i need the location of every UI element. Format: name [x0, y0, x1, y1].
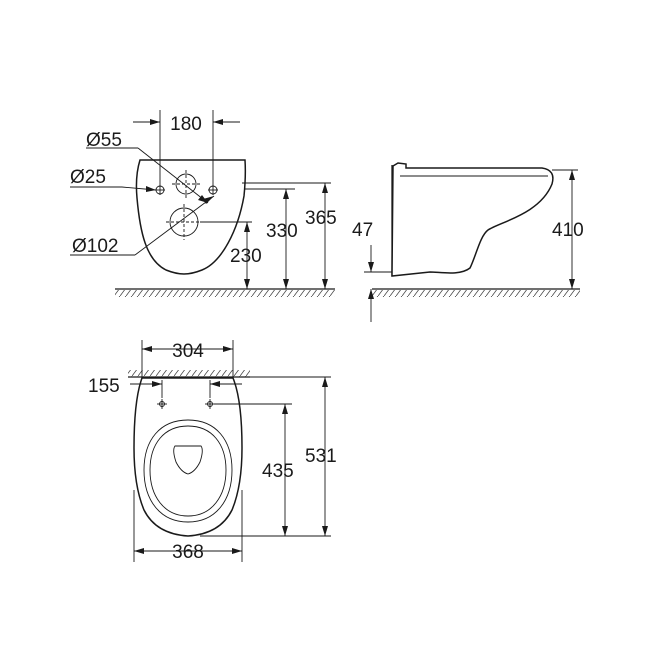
dim-180: [133, 110, 240, 187]
dim-230: [244, 222, 250, 289]
dim-dia-25-label: Ø25: [70, 167, 106, 188]
front-inlet-opening: [172, 170, 200, 198]
top-mounting-hole-right: [205, 399, 215, 409]
dim-dia-55-label: Ø55: [86, 130, 122, 151]
dim-365: [322, 183, 328, 289]
side-floor-hatch: [372, 290, 580, 297]
dim-304: [141, 340, 234, 378]
dim-230-label: 230: [230, 246, 262, 267]
dim-531-label: 531: [305, 446, 337, 467]
top-view: 304 155 435 531: [88, 340, 337, 563]
front-bowl-outline: [135, 159, 247, 275]
top-bowl-inner: [149, 425, 227, 517]
dim-435-label: 435: [262, 461, 294, 482]
dim-304-label: 304: [172, 341, 204, 362]
top-wall-hatch: [128, 370, 250, 377]
dim-368: [133, 490, 243, 562]
dim-531: [322, 377, 328, 536]
side-view: 410 47: [352, 162, 584, 322]
top-bowl-rim: [143, 419, 233, 523]
dim-47: [364, 245, 392, 322]
dim-368-label: 368: [172, 542, 204, 563]
dim-dia-102-label: Ø102: [72, 236, 118, 257]
front-floor-hatch: [115, 290, 335, 297]
top-bowl-outline: [133, 377, 243, 537]
front-view: 180 Ø55 Ø25 Ø102: [70, 110, 337, 297]
dim-435: [282, 404, 288, 536]
dim-155: [130, 380, 242, 398]
dim-47-label: 47: [352, 220, 373, 241]
dim-365-label: 365: [305, 208, 337, 229]
dim-155-label: 155: [88, 376, 120, 397]
dim-dia-25-leader: [70, 186, 157, 192]
top-mounting-hole-left: [157, 399, 167, 409]
dim-180-label: 180: [170, 114, 202, 135]
dim-330: [283, 189, 289, 289]
side-bowl-profile: [391, 162, 554, 277]
dim-410-label: 410: [552, 220, 584, 241]
dim-dia-102-leader: [70, 195, 215, 256]
dim-410: [552, 169, 578, 289]
front-outlet-opening: [166, 204, 202, 240]
dim-330-label: 330: [266, 221, 298, 242]
top-drain-opening: [173, 445, 203, 475]
